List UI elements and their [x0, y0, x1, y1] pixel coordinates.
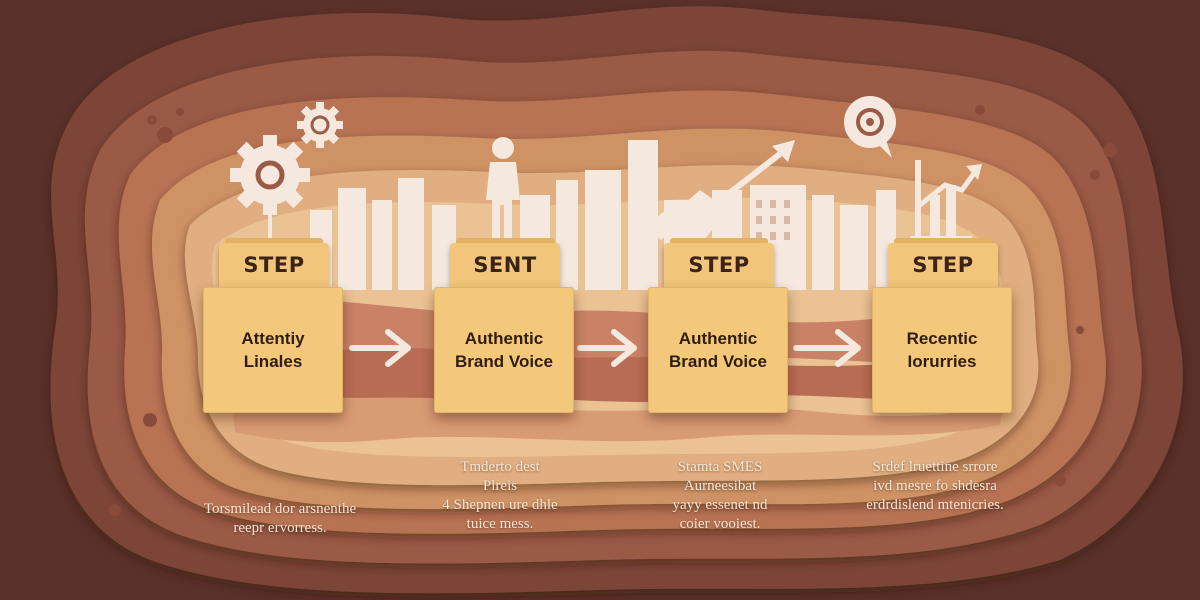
step-body: Authentic Brand Voice	[648, 287, 788, 413]
description-line: 4 Shepnen ure dhle	[442, 497, 558, 513]
step-title-line2: Linales	[243, 352, 303, 371]
step-tab-label: STEP	[888, 238, 998, 287]
speech-bubble-icon	[844, 96, 896, 158]
trend-arrow-icon	[697, 147, 788, 218]
step-title-line2: Brand Voice	[455, 352, 553, 371]
step-card-3: STEP Authentic Brand Voice	[648, 238, 788, 423]
description-line: yayy essenet nd	[672, 497, 768, 513]
step-body: Attentiy Linales	[203, 287, 343, 413]
step-body: Recentic Iorurries	[872, 287, 1012, 413]
step-tab-label: SENT	[450, 238, 560, 287]
gear-icon	[230, 135, 310, 245]
description-line: reepr ervorress.	[233, 520, 327, 536]
description-line: Stamta SMES	[677, 459, 763, 475]
step-card-4: STEP Recentic Iorurries	[872, 238, 1012, 423]
description-line: Plreis	[482, 478, 518, 494]
step-title-line1: Recentic	[906, 329, 978, 348]
description-line: Srdef lruettine srrore	[872, 459, 998, 475]
ground-strip-3	[230, 392, 1004, 443]
description-line: tuice mess.	[466, 516, 534, 532]
arrow-right-icon	[349, 329, 861, 367]
person-icon	[486, 137, 520, 245]
step-title-line1: Authentic	[464, 329, 544, 348]
step-title-line2: Brand Voice	[669, 352, 767, 371]
ground-strip-2	[225, 348, 1008, 403]
step-tab-label: STEP	[219, 238, 329, 287]
description-line: Tmderto dest	[460, 459, 540, 475]
step-title-line2: Iorurries	[907, 352, 977, 371]
step-tab-label: STEP	[664, 238, 774, 287]
description-line: erdrdislend mtenicries.	[866, 497, 1004, 513]
step-card-1: STEP Attentiy Linales	[203, 238, 343, 423]
description-line: Aurneesibat	[683, 478, 757, 494]
step-description-2: Tmderto dest Plreis 4 Shepnen ure dhle t…	[400, 458, 600, 534]
step-title-line1: Attentiy	[241, 329, 305, 348]
step-card-2: SENT Authentic Brand Voice	[434, 238, 574, 423]
step-description-3: Stamta SMES Aurneesibat yayy essenet nd …	[620, 458, 820, 534]
step-body: Authentic Brand Voice	[434, 287, 574, 413]
description-line: coier vooiest.	[679, 516, 761, 532]
step-description-4: Srdef lruettine srrore ivd mesre fo shde…	[830, 458, 1040, 515]
step-description-1: Torsmilead dor arsnenthe reepr ervorress…	[160, 500, 400, 538]
decor-dots	[109, 105, 1117, 516]
description-line: ivd mesre fo shdesra	[873, 478, 997, 494]
description-line: Torsmilead dor arsnenthe	[203, 501, 357, 517]
small-gear-icon	[297, 102, 343, 148]
step-title-line1: Authentic	[678, 329, 758, 348]
